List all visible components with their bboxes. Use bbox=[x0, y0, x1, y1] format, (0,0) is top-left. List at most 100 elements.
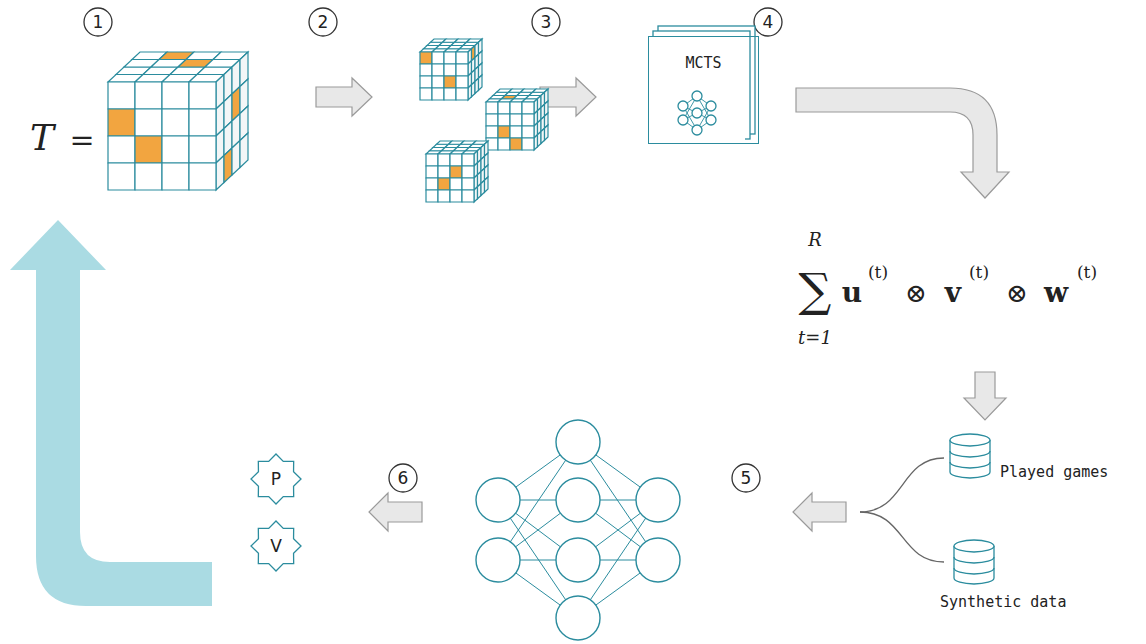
network-neuron bbox=[556, 478, 600, 522]
tensor-cell bbox=[135, 109, 162, 136]
tensor-cell bbox=[438, 178, 450, 190]
merge-line bbox=[860, 458, 944, 512]
tensor-cell bbox=[438, 154, 450, 166]
database-icon bbox=[948, 432, 992, 480]
tensor-cell bbox=[522, 114, 534, 126]
tensor-cell bbox=[162, 163, 189, 190]
database-label: Synthetic data bbox=[940, 594, 1066, 611]
tensor-cell bbox=[240, 133, 248, 168]
tensor-cell bbox=[189, 136, 216, 163]
step-arrow bbox=[793, 493, 846, 531]
tensor-cell bbox=[135, 163, 162, 190]
tensor-cell bbox=[108, 136, 135, 163]
tensor-cell bbox=[426, 166, 438, 178]
tensor-cell bbox=[510, 126, 522, 138]
tensor-cell bbox=[438, 166, 450, 178]
sum-index: t=1 bbox=[798, 329, 832, 347]
tensor-cell bbox=[456, 76, 468, 88]
tensor-cubes bbox=[108, 39, 548, 202]
database-label: Played games bbox=[1000, 464, 1108, 481]
star-shape bbox=[251, 521, 301, 571]
outer-product: ⊗ bbox=[1006, 280, 1028, 306]
outer-product: ⊗ bbox=[905, 280, 927, 306]
tensor-cell bbox=[456, 52, 468, 64]
database-ring bbox=[950, 451, 990, 457]
database-icon-holder bbox=[952, 538, 996, 586]
callout-circle bbox=[84, 8, 112, 36]
tensor-cell bbox=[462, 166, 474, 178]
network-neuron bbox=[706, 115, 716, 125]
callout-circle bbox=[389, 464, 417, 492]
tensor-cell bbox=[456, 88, 468, 100]
tensor-cell bbox=[108, 109, 135, 136]
sum-limit: R bbox=[808, 231, 822, 249]
tensor-cell bbox=[426, 178, 438, 190]
step-arrow bbox=[964, 372, 1006, 420]
factor-vector: w bbox=[1044, 279, 1068, 307]
callout-number: 4 bbox=[763, 14, 774, 31]
tensor-cell bbox=[450, 166, 462, 178]
network-neuron bbox=[678, 115, 688, 125]
curved-arrow bbox=[796, 88, 1009, 198]
tensor-cell bbox=[135, 136, 162, 163]
callout-circle bbox=[532, 8, 560, 36]
tensor-cell bbox=[450, 154, 462, 166]
tensor-cell bbox=[450, 178, 462, 190]
box-title: MCTS bbox=[649, 55, 758, 72]
network-neuron bbox=[556, 596, 600, 640]
tensor-cell bbox=[420, 64, 432, 76]
tensor-cell bbox=[522, 102, 534, 114]
tensor-cell bbox=[444, 52, 456, 64]
neural-network bbox=[476, 420, 680, 640]
tensor-cell bbox=[479, 75, 483, 90]
network-neuron bbox=[678, 101, 688, 111]
tensor-cell bbox=[108, 163, 135, 190]
sum-sign: ∑ bbox=[799, 267, 832, 313]
tensor-cell bbox=[485, 177, 489, 192]
tensor-cell bbox=[216, 156, 224, 191]
tensor-cell bbox=[108, 82, 135, 109]
tensor-cell bbox=[486, 114, 498, 126]
callout-number: 6 bbox=[398, 470, 409, 487]
merge-line bbox=[860, 512, 944, 562]
tensor-cell bbox=[486, 102, 498, 114]
database: Synthetic data bbox=[940, 538, 1066, 611]
callout-number: 2 bbox=[318, 14, 329, 31]
callout-number: 5 bbox=[741, 470, 752, 487]
tensor-cell bbox=[438, 190, 450, 202]
tensor-cell bbox=[462, 190, 474, 202]
tensor-cell bbox=[420, 76, 432, 88]
value-badge: V bbox=[250, 520, 302, 572]
network-neuron bbox=[476, 478, 520, 522]
loop-arrow bbox=[10, 220, 212, 606]
network-neuron bbox=[692, 91, 702, 101]
network-neuron bbox=[692, 125, 702, 135]
tensor-cell bbox=[432, 52, 444, 64]
database: Played games bbox=[948, 432, 1108, 480]
network-neuron bbox=[636, 478, 680, 522]
tensor-cell bbox=[510, 102, 522, 114]
tensor-cell bbox=[522, 126, 534, 138]
tensor-cell bbox=[162, 136, 189, 163]
tensor-cell bbox=[444, 76, 456, 88]
callout-number: 1 bbox=[93, 14, 104, 31]
tensor-cell bbox=[189, 163, 216, 190]
tensor-cell bbox=[426, 190, 438, 202]
policy-badge: P bbox=[250, 453, 302, 505]
tensor-cell bbox=[450, 190, 462, 202]
tensor-cell bbox=[545, 125, 549, 140]
tensor-cell bbox=[232, 141, 240, 176]
card-front bbox=[648, 36, 745, 144]
tensor-cell bbox=[510, 138, 522, 150]
network-neuron bbox=[636, 538, 680, 582]
database-ring bbox=[950, 462, 990, 468]
tensor-cell bbox=[444, 64, 456, 76]
badge-letter: P bbox=[271, 470, 281, 489]
tensor-cell bbox=[189, 82, 216, 109]
tensor-cell bbox=[444, 88, 456, 100]
network-neuron bbox=[556, 538, 600, 582]
tensor-cell bbox=[462, 154, 474, 166]
tensor-cell bbox=[189, 109, 216, 136]
superscript: (t) bbox=[1077, 264, 1097, 281]
tensor-cell bbox=[498, 126, 510, 138]
